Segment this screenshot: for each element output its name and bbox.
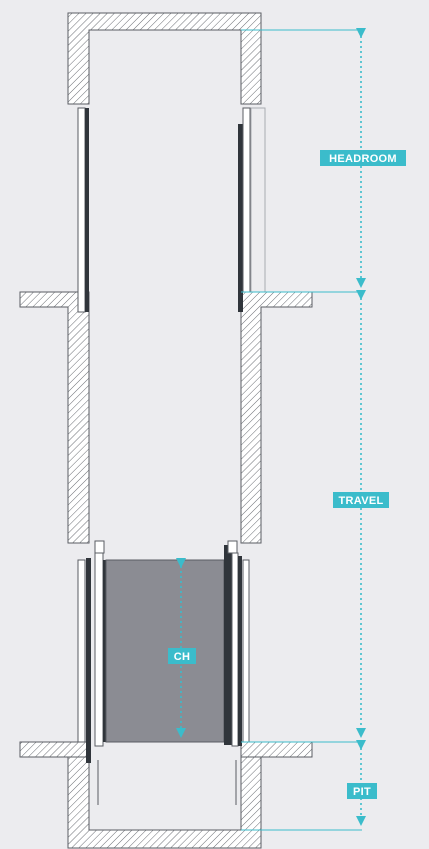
headroom-label: HEADROOM	[329, 153, 397, 165]
car-right-door	[231, 552, 239, 747]
lower-left-door-panel	[86, 558, 91, 763]
top-slab	[67, 12, 262, 105]
lower-left-door-frame	[77, 559, 86, 743]
upper-right-door-panel	[238, 124, 243, 312]
upper-right-door-frame	[242, 107, 251, 293]
pit-label: PIT	[353, 786, 371, 798]
upper-floor-slab-left	[19, 291, 90, 544]
upper-left-door-frame	[77, 107, 86, 313]
car-right-edge	[224, 545, 232, 745]
upper-landing-doors	[77, 107, 266, 313]
car-left-door	[94, 552, 104, 747]
travel-label: TRAVEL	[339, 495, 384, 507]
car-right-door-bracket	[227, 540, 238, 554]
pit-label-bg	[347, 783, 377, 799]
lower-landing-assembly	[77, 540, 250, 805]
lower-right-door-frame	[242, 559, 250, 743]
lower-floor-slab-right	[240, 741, 313, 758]
dimension-annotations: HEADROOM TRAVEL PIT CH	[168, 28, 406, 831]
pit-structure	[67, 756, 262, 849]
lower-floor-slab-left	[19, 741, 90, 758]
lower-right-door-panel	[238, 556, 242, 746]
car-left-edge	[103, 560, 106, 742]
car-height-label-bg	[168, 648, 196, 664]
upper-left-door-panel	[85, 108, 89, 312]
upper-floor-slab-right	[240, 291, 313, 544]
travel-label-bg	[333, 492, 389, 508]
car-left-door-bracket	[94, 540, 105, 554]
headroom-label-bg	[320, 150, 406, 166]
car-height-label: CH	[174, 651, 191, 663]
upper-right-door-ghost	[250, 107, 266, 293]
elevator-cab	[105, 559, 225, 743]
